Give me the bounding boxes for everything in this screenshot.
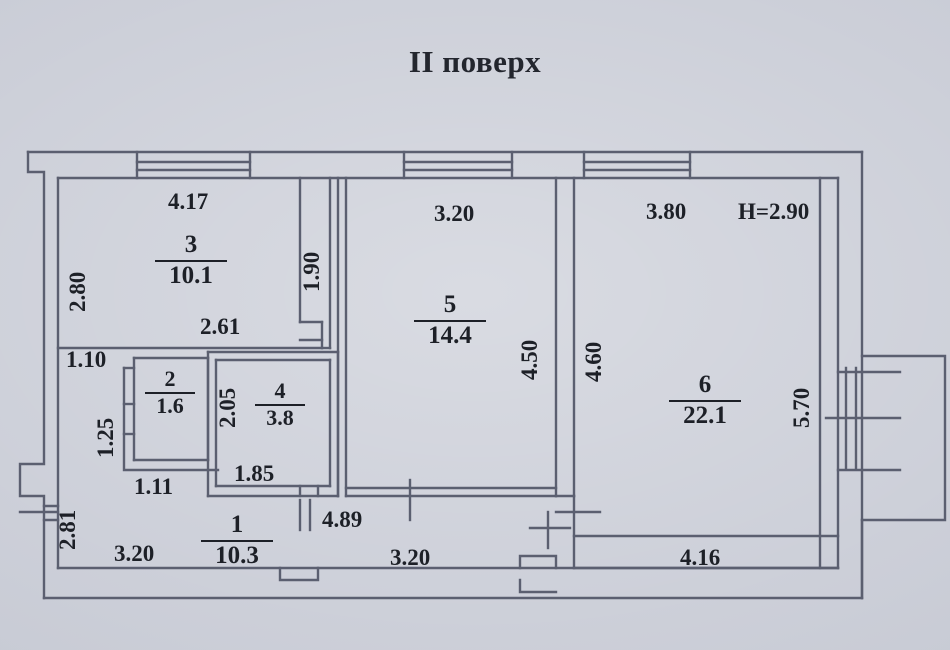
wall-room2-outer — [122, 366, 220, 472]
dimension-room4-left: 2.05 — [215, 387, 240, 428]
room-number: 3 — [184, 231, 198, 258]
outer-wall-left — [18, 150, 46, 600]
dimension-room2-left: 1.25 — [93, 417, 118, 458]
room-area: 3.8 — [266, 405, 294, 431]
window-left-wall — [18, 504, 60, 522]
room-area: 10.1 — [169, 261, 213, 289]
room-label-4: 4 3.8 — [243, 378, 317, 431]
dimension-hall-bottom-mid2: 3.20 — [390, 545, 431, 570]
room-number: 6 — [698, 371, 712, 398]
dimension-room3-right: 1.90 — [299, 251, 324, 292]
room-fraction-rule — [155, 259, 227, 262]
dimension-left-lower: 2.81 — [55, 509, 80, 550]
door-room2 — [122, 402, 136, 436]
room-number: 4 — [274, 378, 286, 403]
dimension-room2-top: 1.10 — [66, 347, 107, 372]
dimension-room6-top: 3.80 — [646, 199, 687, 224]
bottom-pilaster-left — [278, 566, 320, 582]
window-top-left — [135, 150, 252, 180]
room-area: 1.6 — [156, 393, 184, 419]
bottom-pilaster-mid-down — [518, 578, 558, 594]
room-label-6: 6 22.1 — [660, 372, 750, 428]
window-top-right — [582, 150, 692, 180]
balcony-outline — [860, 354, 947, 522]
dimension-room5-top: 3.20 — [434, 201, 475, 226]
dimension-room6-right: 5.70 — [789, 387, 814, 428]
door-right-wall — [824, 366, 902, 470]
window-top-middle — [402, 150, 514, 180]
room-number: 1 — [230, 511, 244, 538]
room-area: 22.1 — [683, 401, 727, 429]
dimension-bottom-right: 4.16 — [680, 545, 721, 570]
dimension-room5-right: 4.50 — [517, 339, 542, 380]
room-fraction-rule — [201, 539, 273, 542]
room-fraction-rule — [414, 319, 486, 322]
room-label-2: 2 1.6 — [133, 366, 207, 419]
ceiling-height-note: H=2.90 — [738, 199, 810, 224]
dimension-room2-bottom: 1.11 — [134, 474, 173, 499]
room-fraction-rule — [255, 404, 305, 407]
dimension-room3-top: 4.17 — [168, 189, 209, 214]
dimension-room3-bottom: 2.61 — [200, 314, 241, 339]
dimension-room3-left: 2.80 — [65, 271, 90, 312]
room-number: 2 — [164, 366, 176, 391]
page-title: II поверх — [408, 44, 542, 79]
room-label-3: 3 10.1 — [146, 232, 236, 288]
room-label-1: 1 10.3 — [192, 512, 282, 568]
door-room4 — [298, 484, 320, 498]
bottom-pilaster-mid-up — [518, 554, 558, 570]
room-area: 10.3 — [215, 541, 259, 569]
room-fraction-rule — [669, 399, 741, 402]
room-label-5: 5 14.4 — [405, 292, 495, 348]
door-room6 — [528, 510, 572, 550]
room-fraction-rule — [145, 392, 195, 395]
dimension-hall-bottom-mid: 4.89 — [322, 507, 363, 532]
dimension-room6-left: 4.60 — [581, 341, 606, 382]
dimension-hall-bottom-left: 3.20 — [114, 541, 155, 566]
door-room5-hall — [298, 498, 312, 532]
room-area: 14.4 — [428, 321, 472, 349]
room-number: 5 — [443, 291, 457, 318]
dimension-room4-bottom: 1.85 — [234, 461, 275, 486]
